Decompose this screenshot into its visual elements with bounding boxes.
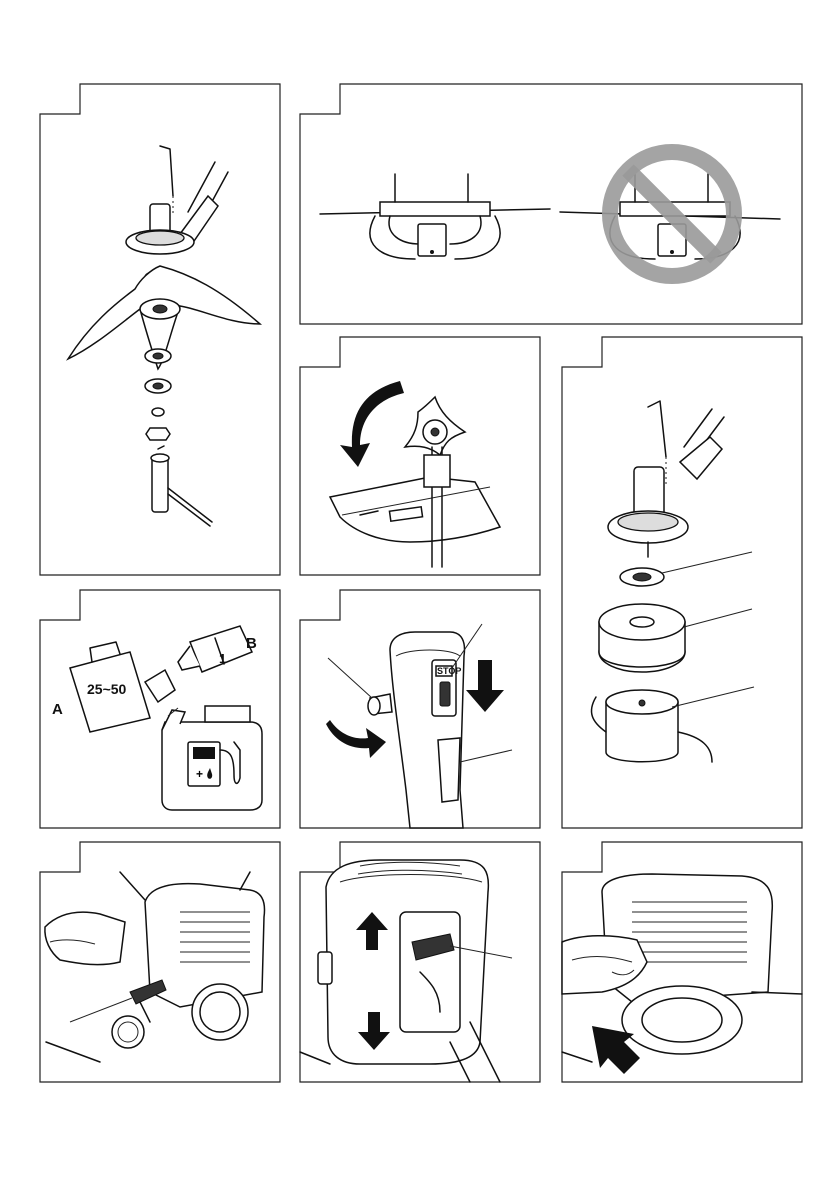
blade-rotation-drawing: [300, 337, 540, 575]
handle-controls-drawing: [300, 590, 540, 828]
blade-assembly-drawing: [40, 84, 280, 575]
blade-orientation-drawing: [300, 84, 802, 324]
label-one: 1: [219, 652, 226, 665]
figure-starter-pull: [562, 842, 802, 1082]
figure-throttle-lever: [300, 842, 540, 1082]
fuel-mix-drawing: +: [40, 590, 280, 828]
figure-blade-rotation: [300, 337, 540, 575]
figure-choke-primer: [40, 842, 280, 1082]
correct-mounting: [320, 174, 550, 259]
figure-blade-orientation: [300, 84, 802, 324]
trimmer-head-drawing: [562, 337, 802, 828]
down-arrow-icon: [466, 660, 504, 712]
label-b: B: [246, 636, 257, 651]
figure-handle-controls: STOP: [300, 590, 540, 828]
figure-fuel-mix: + A 25~50 B 1: [40, 590, 280, 828]
curved-arrow-icon: [326, 720, 386, 758]
starter-pull-drawing: [562, 842, 802, 1082]
svg-text:+: +: [196, 767, 203, 781]
choke-primer-drawing: [40, 842, 280, 1082]
rotation-arrow-icon: [340, 381, 404, 467]
stop-label: STOP: [437, 667, 461, 676]
figure-blade-assembly: [40, 84, 280, 575]
label-ratio: 25~50: [87, 682, 126, 696]
throttle-lever-drawing: [300, 842, 540, 1082]
figure-trimmer-head-assembly: [562, 337, 802, 828]
label-a: A: [52, 702, 63, 717]
